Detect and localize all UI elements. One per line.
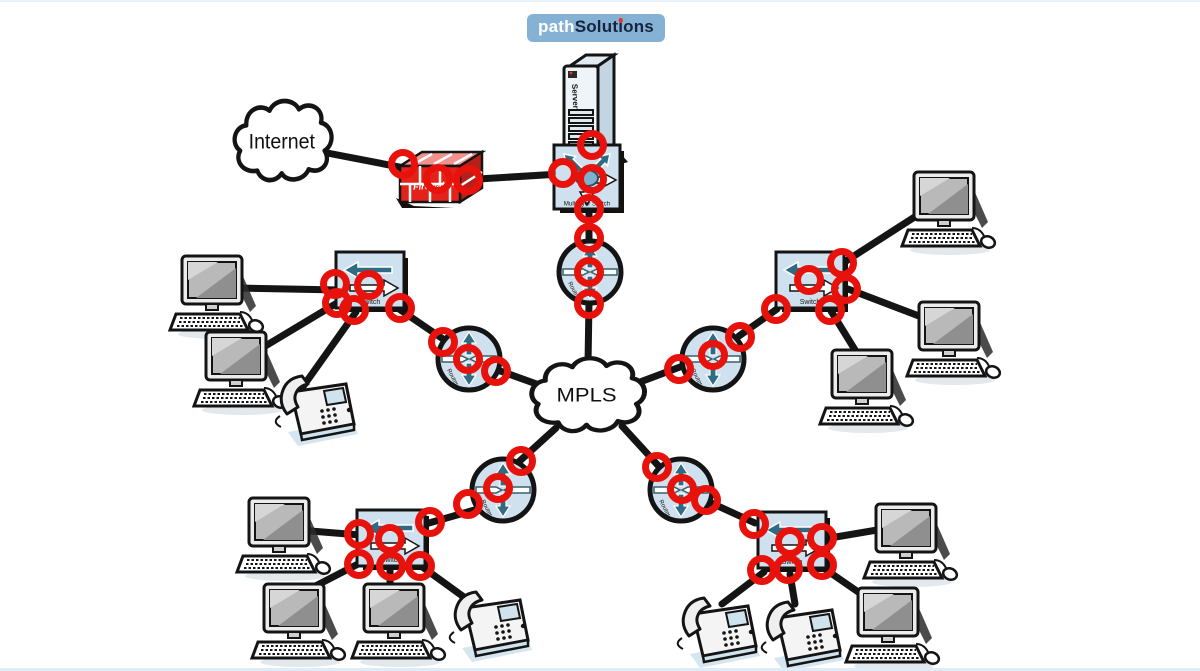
monitored-port-marker (577, 164, 607, 194)
monitored-port-marker (574, 257, 604, 287)
monitored-port-marker (794, 265, 824, 295)
monitored-port-marker (698, 340, 728, 370)
monitored-port-marker (831, 274, 861, 304)
monitored-port-marker (385, 293, 415, 323)
node-label: Server (570, 84, 580, 109)
computer-icon (349, 582, 447, 667)
monitored-port-marker (642, 452, 672, 482)
branch-left-pc-2 (191, 330, 292, 418)
monitored-port-marker (807, 523, 837, 553)
internet-cloud: Internet (228, 92, 338, 192)
computer-icon (899, 170, 997, 255)
computer-icon (191, 330, 289, 415)
monitored-port-marker (405, 551, 435, 581)
branch-left-pc-1 (167, 254, 268, 342)
monitored-port-marker (506, 446, 536, 476)
branch-right-pc-1 (899, 170, 1000, 258)
computer-icon (861, 502, 959, 587)
computer-icon (249, 582, 347, 667)
phone-icon (760, 600, 844, 668)
cloud-icon: Internet (232, 98, 334, 183)
monitored-port-marker (761, 294, 791, 324)
branch-bottomleft-pc-2 (249, 582, 350, 668)
computer-icon (843, 586, 941, 668)
branch-bottomleft-pc-1 (234, 496, 335, 584)
node-label: Switch (360, 299, 381, 306)
logo-text-i-reddot: i (618, 17, 624, 36)
logo-text-ons: ons (623, 17, 654, 36)
branch-left-phone (266, 362, 361, 447)
monitored-port-marker (747, 555, 777, 585)
node-label: Switch (800, 299, 821, 306)
logo-text-solut: Solut (574, 17, 619, 36)
monitored-port-marker (548, 158, 578, 188)
monitored-port-marker (344, 519, 374, 549)
monitored-port-marker (344, 549, 374, 579)
monitored-port-marker (453, 165, 483, 195)
monitored-port-marker (376, 551, 406, 581)
monitored-port-marker (453, 489, 483, 519)
computer-icon (817, 348, 915, 433)
phone-icon (448, 590, 532, 662)
monitored-port-marker (339, 295, 369, 325)
branch-bottomright-pc-2 (843, 586, 944, 668)
monitored-port-marker (423, 164, 453, 194)
monitored-port-marker (481, 356, 511, 386)
branch-right-pc-3 (817, 348, 918, 436)
cloud-icon: MPLS (529, 356, 647, 434)
logo-text-path: path (538, 17, 575, 36)
mpls-cloud: MPLS (524, 350, 652, 442)
monitored-port-marker (807, 550, 837, 580)
network-link (298, 308, 360, 392)
monitored-port-marker (725, 322, 755, 352)
monitored-port-marker (375, 524, 405, 554)
monitored-port-marker (739, 509, 769, 539)
computer-icon (904, 300, 1002, 385)
phone-icon (274, 374, 358, 446)
monitored-port-marker (483, 473, 513, 503)
branch-bottomright-pc-1 (861, 502, 962, 590)
computer-icon (167, 254, 265, 339)
monitored-port-marker (773, 554, 803, 584)
monitored-port-marker (354, 270, 384, 300)
monitored-port-marker (667, 474, 697, 504)
monitored-port-marker (775, 527, 805, 557)
monitored-port-marker (691, 485, 721, 515)
node-label: MPLS (557, 385, 617, 406)
node-label: Internet (249, 130, 316, 154)
monitored-port-marker (415, 507, 445, 537)
monitored-port-marker (428, 327, 458, 357)
branch-right-pc-2 (904, 300, 1005, 388)
computer-icon (234, 496, 332, 581)
monitored-port-marker (388, 149, 418, 179)
pathsolutions-logo: pathSolutions (527, 14, 665, 42)
branch-bottomleft-pc-3 (349, 582, 450, 668)
monitored-port-marker (664, 354, 694, 384)
monitored-port-marker (577, 130, 607, 160)
monitored-port-marker (453, 344, 483, 374)
branch-bottomright-phone-2 (752, 588, 847, 668)
phone-icon (676, 596, 760, 668)
branch-bottomright-phone-1 (668, 584, 763, 668)
monitored-port-marker (574, 194, 604, 224)
monitored-port-marker (815, 295, 845, 325)
branch-bottomleft-phone (440, 578, 535, 663)
monitored-port-marker (574, 289, 604, 319)
monitored-port-marker (574, 223, 604, 253)
